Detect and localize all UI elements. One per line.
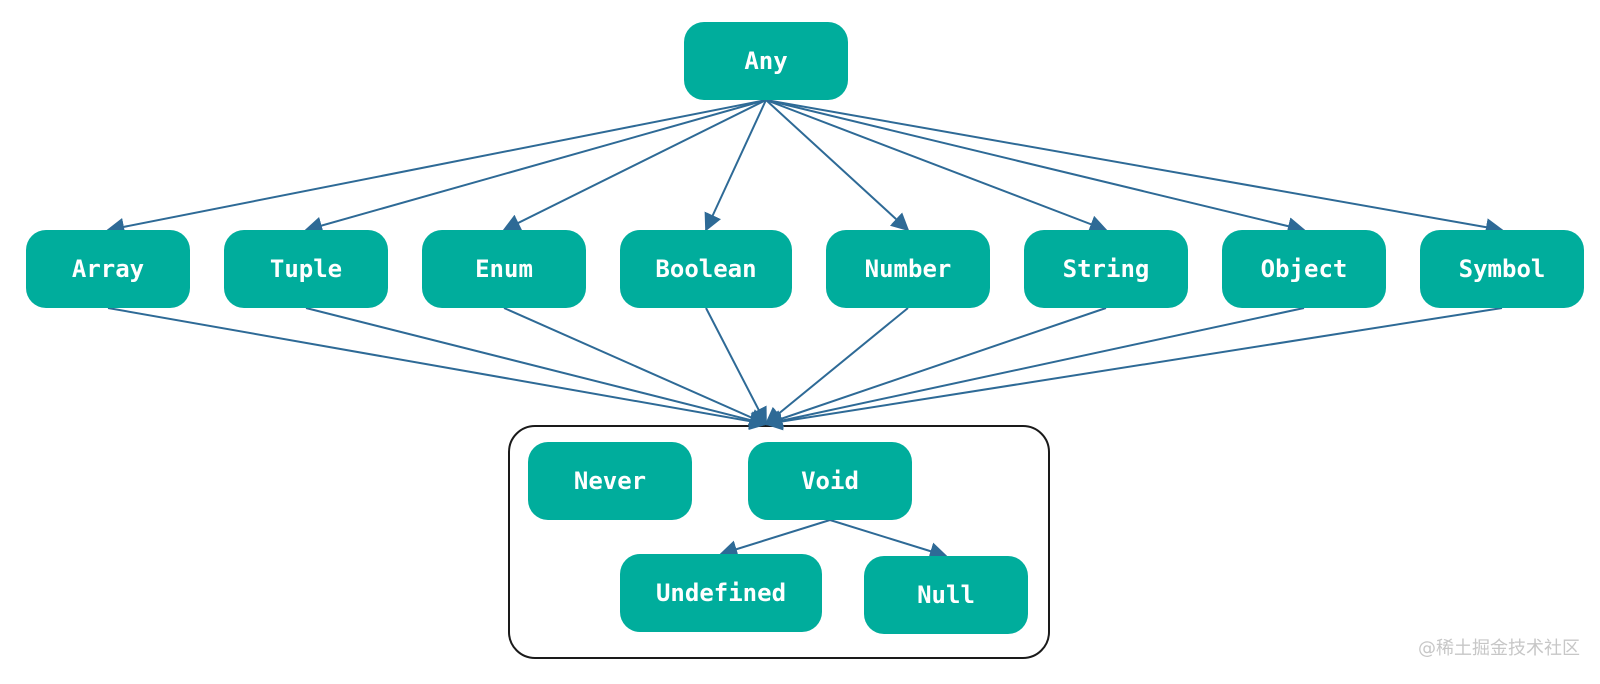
node-array: Array <box>26 230 190 308</box>
edge-any-to-array <box>106 99 767 236</box>
node-array-box <box>26 230 190 308</box>
node-boolean-label: Boolean <box>655 255 756 283</box>
node-string-label: String <box>1063 255 1150 283</box>
node-null-box <box>864 556 1028 634</box>
edge-any-to-object <box>765 99 1306 235</box>
edge-symbol-to-bottom-group <box>764 307 1503 431</box>
node-boolean-box <box>620 230 792 308</box>
node-tuple: Tuple <box>224 230 388 308</box>
node-object-label: Object <box>1261 255 1348 283</box>
edge-string-to-bottom-group <box>764 307 1107 428</box>
edge-any-to-number <box>765 99 910 232</box>
edges-layer <box>106 99 1504 560</box>
node-number: Number <box>826 230 990 308</box>
node-enum: Enum <box>422 230 586 308</box>
node-array-label: Array <box>72 255 144 283</box>
node-tuple-label: Tuple <box>270 255 342 283</box>
edge-void-to-undefined <box>719 519 831 558</box>
edge-any-to-boolean <box>704 99 767 232</box>
node-any: Any <box>684 22 848 100</box>
node-number-label: Number <box>865 255 952 283</box>
edge-any-to-tuple <box>304 99 767 235</box>
node-any-label: Any <box>744 47 787 75</box>
node-undefined-label: Undefined <box>656 579 786 607</box>
edge-any-to-string <box>765 99 1108 233</box>
node-null: Null <box>864 556 1028 634</box>
node-symbol: Symbol <box>1420 230 1584 308</box>
node-enum-label: Enum <box>475 255 533 283</box>
edge-tuple-to-bottom-group <box>305 307 768 429</box>
watermark-text: @稀土掘金技术社区 <box>1418 638 1580 659</box>
node-void-box <box>748 442 912 520</box>
node-number-box <box>826 230 990 308</box>
node-object: Object <box>1222 230 1386 308</box>
node-symbol-label: Symbol <box>1459 255 1546 283</box>
node-undefined-box <box>620 554 822 632</box>
edge-void-to-null <box>829 519 948 560</box>
node-string-box <box>1024 230 1188 308</box>
node-symbol-box <box>1420 230 1584 308</box>
node-never-label: Never <box>574 467 646 495</box>
node-undefined: Undefined <box>620 554 822 632</box>
node-any-box <box>684 22 848 100</box>
edge-array-to-bottom-group <box>107 307 768 431</box>
node-null-label: Null <box>917 581 975 609</box>
node-never-box <box>528 442 692 520</box>
edge-any-to-enum <box>502 99 767 231</box>
node-enum-box <box>422 230 586 308</box>
edge-number-to-bottom-group <box>764 307 909 426</box>
edge-any-to-symbol <box>765 99 1504 237</box>
node-never: Never <box>528 442 692 520</box>
edge-enum-to-bottom-group <box>503 307 768 426</box>
node-boolean: Boolean <box>620 230 792 308</box>
node-object-box <box>1222 230 1386 308</box>
node-string: String <box>1024 230 1188 308</box>
node-tuple-box <box>224 230 388 308</box>
edge-boolean-to-bottom-group <box>705 307 767 426</box>
node-void-label: Void <box>801 467 859 495</box>
node-void: Void <box>748 442 912 520</box>
edge-object-to-bottom-group <box>764 307 1305 430</box>
